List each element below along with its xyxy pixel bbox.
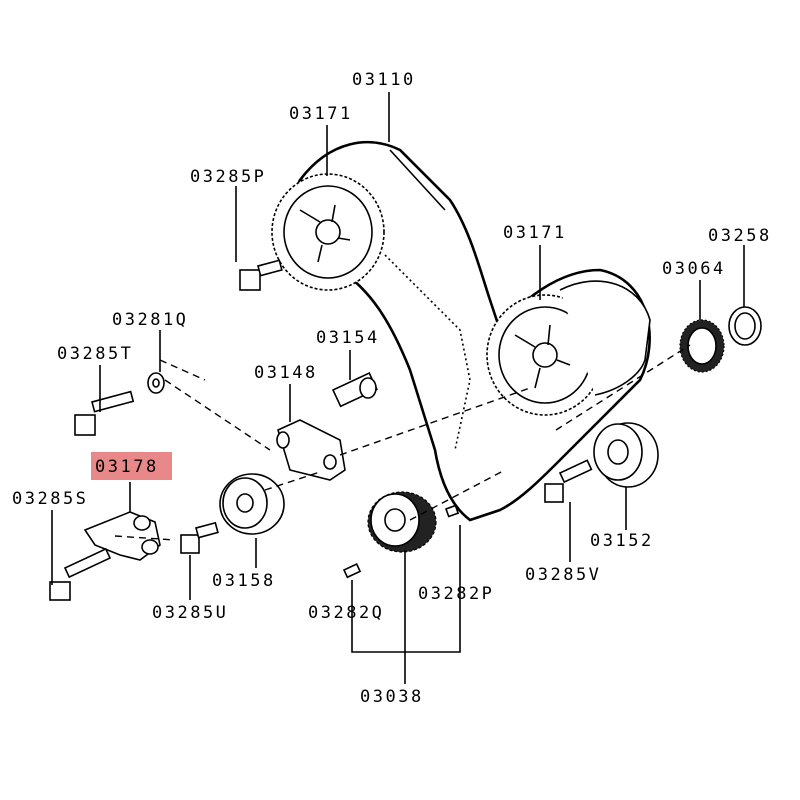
label-bolt-v: 03285V: [525, 565, 601, 585]
label-bolt-s: 03285S: [12, 489, 88, 509]
label-bolt-p: 03285P: [190, 167, 266, 187]
pin-03154: [331, 372, 378, 408]
label-belt: 03110: [352, 70, 416, 90]
idler-pulley: [593, 422, 659, 488]
bolt-t: [74, 390, 135, 436]
washer-q: [147, 372, 165, 394]
assembly-lines: [114, 344, 691, 541]
label-tensioner-arm: 03178: [95, 457, 159, 477]
tensioner-arm: [83, 511, 161, 561]
bracket: [276, 419, 346, 481]
label-key-q: 03282Q: [308, 603, 384, 623]
label-crank-sprocket: 03038: [360, 687, 424, 707]
label-key-p: 03282P: [418, 584, 494, 604]
label-bracket: 03148: [254, 363, 318, 383]
leader-lines: [51, 92, 745, 684]
label-bolt-u: 03285U: [152, 603, 228, 623]
label-bolt-t: 03285T: [57, 344, 133, 364]
cam-sprocket-upper: [271, 173, 385, 291]
key-p: [444, 504, 460, 518]
label-tensioner-pulley: 03158: [212, 571, 276, 591]
label-washer-03258: 03258: [708, 226, 772, 246]
label-cam-sprocket-lower: 03171: [503, 223, 567, 243]
washer-03064: [679, 319, 725, 373]
label-washer-q: 03281Q: [112, 310, 188, 330]
bolt-p: [239, 259, 283, 291]
crank-sprocket: [367, 491, 437, 553]
bolt-s: [49, 547, 112, 601]
label-pin-03154: 03154: [316, 328, 380, 348]
washer-03258: [728, 306, 762, 346]
label-washer-03064: 03064: [662, 259, 726, 279]
bolt-v: [544, 459, 593, 503]
key-q: [342, 563, 362, 579]
cam-sprocket-lower: [486, 280, 651, 416]
label-idler-pulley: 03152: [590, 531, 654, 551]
tensioner-arm-label-highlight: [91, 452, 172, 480]
label-cam-sprocket-upper: 03171: [289, 104, 353, 124]
bolt-u: [180, 521, 219, 554]
tensioner-pulley: [219, 473, 285, 535]
